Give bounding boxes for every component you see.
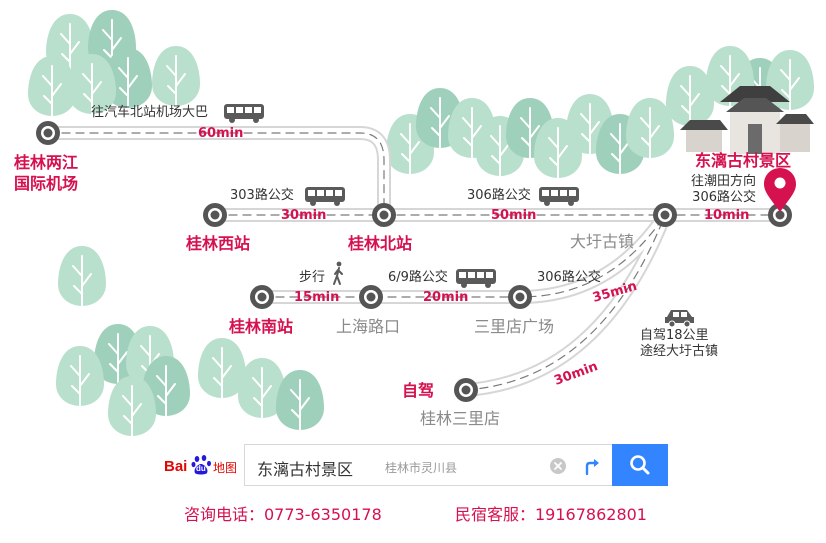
baidu-map-logo: Bai du 地图 (164, 454, 240, 478)
station-dot-sanlidian (454, 378, 478, 402)
route-label-drive-note: 自驾18公里 途经大圩古镇 (640, 328, 719, 360)
station-dot-airport (36, 121, 60, 145)
route-map: 35min 30min (27, 9, 815, 437)
station-dot-sanlidian-square (508, 285, 532, 309)
directions-icon[interactable] (583, 456, 601, 476)
forest-bottom-left (55, 245, 325, 437)
roads (41, 126, 787, 397)
forest-top-center (385, 87, 675, 179)
station-label-north: 桂林北站 (348, 234, 413, 253)
route-label-walk: 步行 (299, 270, 326, 285)
time-label-walk: 15min (294, 290, 340, 305)
station-label-sanlidian: 桂林三里店 (420, 409, 501, 428)
time-label-last: 10min (704, 208, 750, 223)
route-label-69: 6/9路公交 (388, 270, 448, 285)
station-dots (36, 121, 792, 402)
station-label-west: 桂林西站 (186, 234, 251, 253)
bus-icon (456, 269, 496, 288)
bus-icon (539, 187, 579, 206)
station-dot-shanghai-rd (359, 285, 383, 309)
time-label-airport: 60min (198, 126, 244, 141)
route-label-airport-bus: 往汽车北站机场大巴 (91, 105, 209, 120)
station-label-shanghai-rd: 上海路口 (336, 317, 401, 336)
time-label-303: 30min (281, 208, 327, 223)
clear-icon[interactable] (550, 458, 566, 474)
station-dot-north (372, 203, 396, 227)
bus-icon (224, 104, 264, 123)
scenic-gate-illustration (680, 86, 814, 154)
car-icon (665, 310, 694, 328)
forest-top-left (27, 9, 201, 117)
contact-phone: 咨询电话：0773-6350178 (184, 505, 382, 524)
time-label-69: 20min (423, 290, 469, 305)
station-dot-south (250, 285, 274, 309)
station-dot-dawei (653, 203, 677, 227)
contact-homestay: 民宿客服：19167862801 (455, 505, 647, 524)
route-label-303: 303路公交 (230, 188, 294, 203)
destination-pin-icon (764, 168, 796, 212)
station-label-airport: 桂林两江 国际机场 (14, 153, 79, 193)
logo-product: 地图 (213, 461, 238, 475)
search-location: 桂林市灵川县 (385, 461, 458, 475)
search-input[interactable]: 东漓古村景区 (257, 460, 354, 479)
route-label-chaotian: 往潮田方向 306路公交 (690, 174, 756, 206)
station-label-scenic: 东漓古村景区 (695, 151, 792, 170)
search-button[interactable] (612, 444, 668, 486)
station-dot-west (203, 203, 227, 227)
logo-brand: Bai (164, 458, 188, 475)
station-dot-scenic (768, 203, 792, 227)
station-label-self-drive: 自驾 (402, 381, 435, 400)
station-label-dawei: 大圩古镇 (570, 232, 635, 251)
station-label-south: 桂林南站 (229, 317, 294, 336)
route-label-306b: 306路公交 (537, 270, 601, 285)
walking-person-icon (333, 261, 343, 285)
route-label-306a: 306路公交 (467, 188, 531, 203)
logo-brand-du: du (196, 464, 206, 473)
time-label-306a: 50min (491, 208, 537, 223)
paw-icon (191, 455, 211, 475)
search-icon (630, 455, 650, 475)
bus-icon (305, 187, 345, 206)
search-bar: 东漓古村景区 桂林市灵川县 (244, 444, 668, 486)
station-label-sanlidian-square: 三里店广场 (474, 317, 555, 336)
